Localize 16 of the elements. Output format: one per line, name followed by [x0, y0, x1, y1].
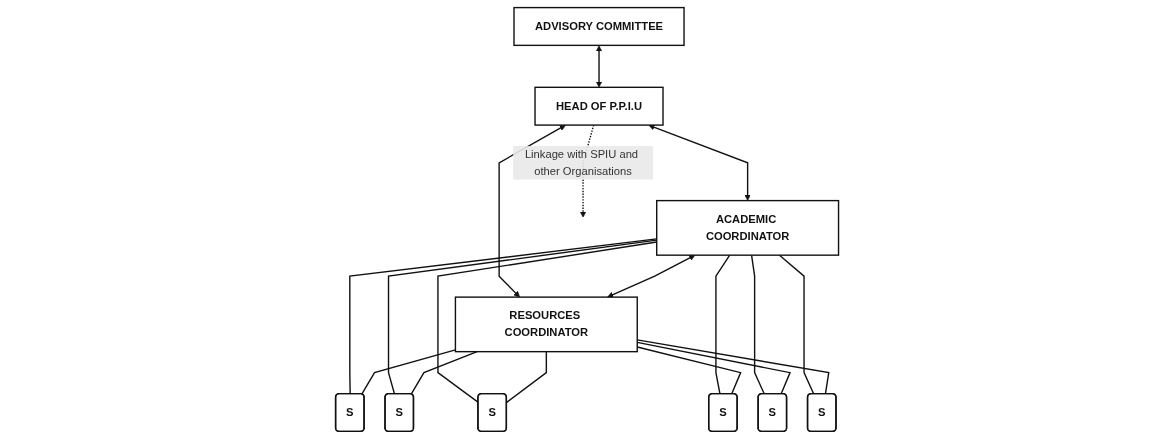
connector [410, 350, 479, 395]
connector [779, 254, 815, 395]
connector [437, 241, 658, 404]
node-box: HEAD OF P.P.I.U [534, 86, 665, 126]
connector [361, 349, 457, 395]
node-box: ACADEMIC COORDINATOR [656, 199, 840, 256]
connector [715, 254, 731, 395]
arrow [607, 255, 696, 298]
node-box: ADVISORY COMMITTEE [513, 6, 686, 47]
connector [506, 350, 548, 404]
arrow [596, 45, 603, 88]
arrow [498, 124, 567, 298]
edge-label: Linkage with SPIU and other Organisations [525, 148, 639, 177]
connector [751, 254, 766, 395]
node-box: RESOURCES COORDINATOR [455, 296, 639, 353]
arrow [648, 124, 752, 201]
